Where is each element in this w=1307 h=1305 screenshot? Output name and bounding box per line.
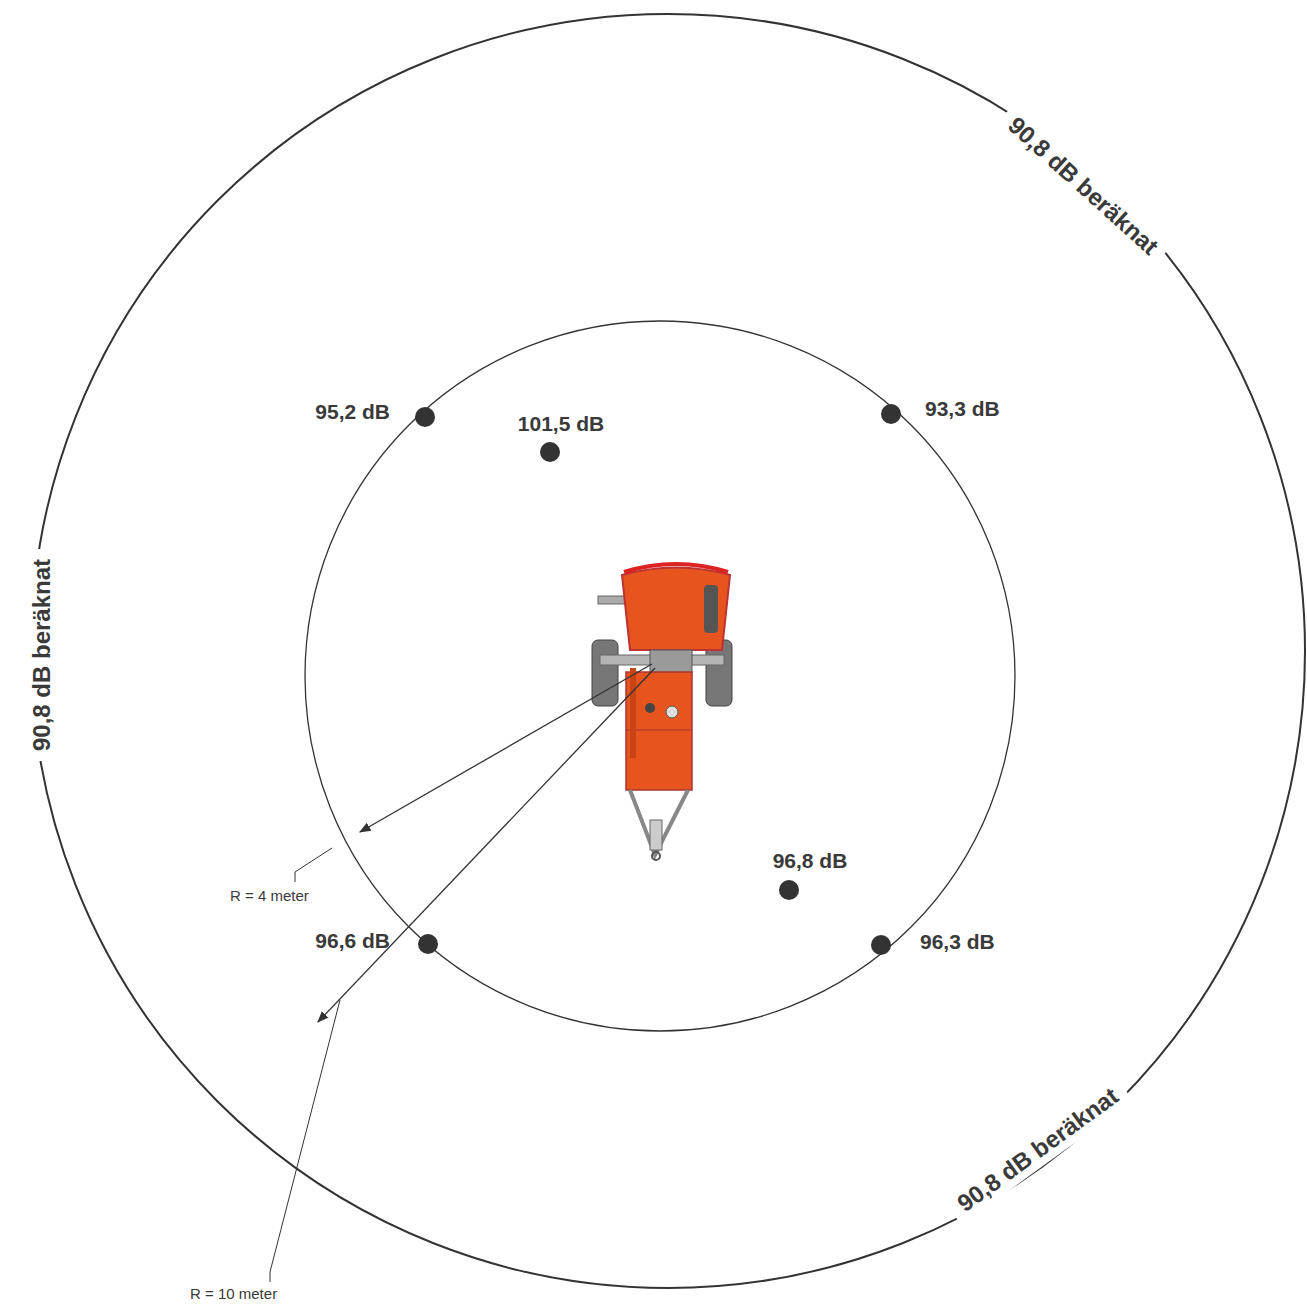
calculated-level: 90,8 dB beräknat [26,549,58,761]
measured-level: 96,6 dB [315,929,390,952]
outer-circle [31,14,1305,1288]
measured-level: 96,8 dB [773,849,848,872]
calculated-level: 90,8 dB beräknat [943,1075,1134,1226]
radius-leaders [270,664,655,1282]
measured-level: 96,3 dB [920,930,995,953]
inner-circle [305,321,1015,1031]
measurement-dots [415,404,901,955]
radius-label: R = 4 meter [230,888,309,905]
measured-level: 101,5 dB [518,412,604,435]
calculated-level: 90,8 dB beräknat [993,103,1172,269]
measured-level: 95,2 dB [315,400,390,423]
measured-level: 93,3 dB [925,397,1000,420]
radius-label: R = 10 meter [190,1286,277,1303]
